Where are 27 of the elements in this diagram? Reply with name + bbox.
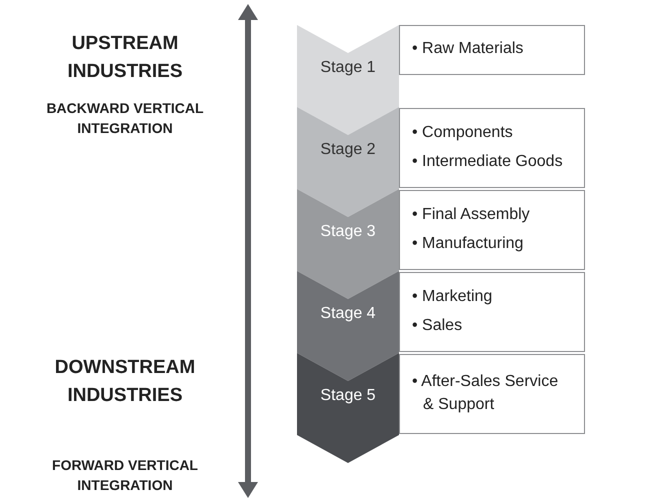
activity-box: [399, 354, 585, 434]
sublabel: BACKWARD VERTICAL INTEGRATION: [45, 99, 205, 138]
stage-label: Stage 1: [319, 59, 377, 77]
heading-label: UPSTREAM INDUSTRIES: [66, 32, 184, 84]
stage-block: [297, 271, 399, 381]
stage-label: Stage 5: [319, 387, 377, 405]
stage-block: [297, 353, 399, 463]
bullet-item: • Components: [412, 122, 514, 143]
bullet-item: • After-Sales Service & Support: [412, 372, 560, 415]
bullet-item: • Manufacturing: [412, 234, 524, 254]
bullet-item: • Final Assembly: [412, 204, 531, 225]
activity-box: [399, 25, 585, 75]
bullet-item: • Sales: [412, 316, 464, 336]
stage-block: [297, 107, 399, 217]
activity-box: [399, 190, 585, 270]
sublabel: FORWARD VERTICAL INTEGRATION: [51, 456, 199, 496]
heading-label: DOWNSTREAM INDUSTRIES: [54, 356, 196, 408]
stage-block: [297, 25, 399, 135]
stage-label: Stage 2: [319, 141, 377, 159]
bullet-item: • Intermediate Goods: [412, 152, 564, 172]
bullet-item: • Raw Materials: [412, 39, 524, 60]
stage-block: [297, 189, 399, 299]
stage-label: Stage 4: [319, 305, 377, 323]
activity-box: [399, 108, 585, 188]
stage-label: Stage 3: [319, 223, 377, 241]
activity-box: [399, 272, 585, 352]
bullet-item: • Marketing: [412, 286, 494, 307]
